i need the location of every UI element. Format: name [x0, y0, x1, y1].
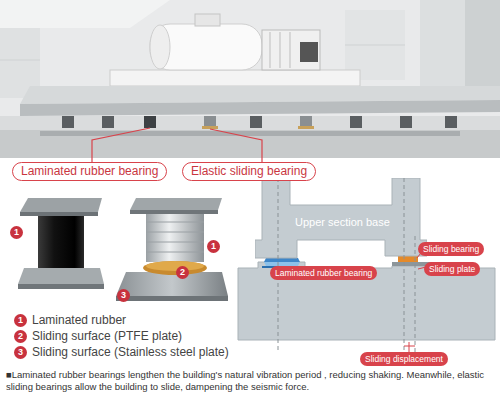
building-render — [0, 0, 170, 28]
rubber-bearing-photo — [20, 198, 102, 212]
basement — [40, 131, 460, 136]
leader-line — [92, 128, 150, 162]
machine — [195, 14, 220, 26]
label-pill: Sliding bearing — [418, 242, 484, 256]
base-outline — [255, 178, 427, 258]
machine — [150, 25, 170, 69]
sliding-bearing-photo — [146, 242, 204, 243]
bearing-row — [350, 116, 362, 128]
sliding-bearing-section — [398, 256, 418, 262]
machine — [110, 70, 360, 86]
rubber-bearing-photo — [20, 212, 98, 216]
sliding-bearing-photo — [146, 261, 204, 271]
sliding-bearing-photo — [146, 214, 204, 262]
machine — [290, 32, 291, 68]
callout-number: 2 — [176, 266, 189, 279]
node-text: Upper section base — [295, 216, 390, 228]
floor-slab — [20, 86, 500, 116]
label-pill: Laminated rubber bearing — [270, 266, 377, 280]
callout-number: 3 — [14, 346, 27, 359]
node-text: Sliding displacement — [365, 354, 443, 364]
lower-slab — [238, 262, 495, 340]
node-text: Laminated rubber bearing — [21, 164, 158, 178]
leader-line — [210, 129, 262, 162]
sliding-bearing-photo — [143, 261, 207, 275]
part-name: Sliding surface (Stainless steel plate) — [32, 345, 229, 359]
node-text: Elastic sliding bearing — [191, 164, 307, 178]
callout-number: 2 — [14, 330, 27, 343]
upper-base: Upper section base — [255, 178, 427, 260]
rubber-bearing-photo — [18, 268, 104, 284]
leader-line — [92, 128, 262, 162]
label-pill: Laminated rubber bearing — [12, 162, 167, 181]
building-render — [420, 0, 500, 92]
node-text: Sliding bearing — [423, 244, 479, 254]
floor-slab — [20, 100, 500, 116]
rubber-bearing-section — [264, 258, 300, 262]
rubber-bearing-photo — [38, 216, 84, 268]
label-pill: Elastic sliding bearing — [182, 162, 316, 181]
rubber-bearing-photo — [18, 198, 104, 289]
part-name: Sliding surface (PTFE plate) — [32, 329, 182, 343]
label-pill: Sliding displacement — [360, 352, 448, 366]
machine — [262, 30, 320, 70]
sliding-bearing-photo — [146, 222, 204, 223]
bearing-row — [250, 116, 262, 128]
sliding-bearing-photo — [116, 198, 228, 301]
machine — [110, 14, 360, 86]
sliding-bearing-photo — [130, 210, 218, 214]
leader-line — [409, 342, 410, 352]
node-text: Laminated rubber bearing — [275, 268, 372, 278]
bearing-row — [300, 116, 312, 126]
label-pill: Sliding plate — [424, 262, 480, 276]
machine — [280, 32, 281, 68]
bearing-row — [144, 116, 156, 128]
sliding-bearing-photo — [146, 232, 204, 233]
callout-number: 1 — [10, 226, 23, 239]
leader-line — [404, 346, 415, 347]
machine — [270, 32, 271, 68]
part-name: Laminated rubber — [32, 313, 126, 327]
lower-slab — [238, 262, 495, 340]
callout-number: 1 — [14, 314, 27, 327]
bearing-row — [102, 116, 114, 128]
machine — [300, 42, 318, 62]
sliding-bearing-photo — [116, 272, 228, 296]
basement — [0, 130, 500, 158]
sliding-bearing-photo — [116, 296, 228, 301]
callout-number: 3 — [117, 289, 130, 302]
caption: ■Laminated rubber bearings lengthen the … — [6, 369, 496, 393]
building-render — [0, 0, 500, 158]
bearing-row — [400, 116, 412, 128]
bearing-row — [62, 116, 457, 129]
bearing-row — [445, 116, 457, 128]
building-render — [0, 60, 40, 61]
sliding-bearing-photo — [130, 198, 222, 210]
bearing-row — [204, 116, 216, 126]
basement — [0, 116, 500, 130]
bearing-row — [62, 116, 74, 128]
machine — [150, 24, 262, 70]
building-render — [465, 0, 500, 92]
building-render — [0, 0, 500, 158]
sliding-bearing-photo — [146, 252, 204, 253]
bearing-row — [298, 126, 314, 129]
node-text: Sliding plate — [429, 264, 475, 274]
building-render — [345, 45, 405, 46]
callout-number: 1 — [207, 240, 220, 253]
rubber-bearing-photo — [18, 284, 104, 289]
bearing-row — [202, 126, 218, 129]
